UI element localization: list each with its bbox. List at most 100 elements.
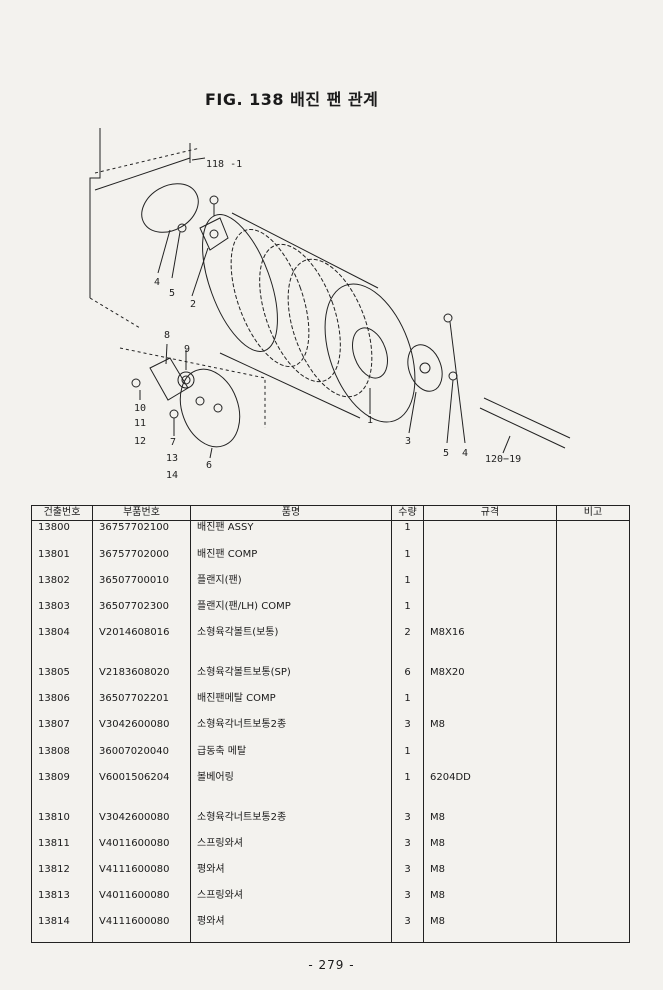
cell-quantity: 3 [391, 836, 424, 863]
cell-part-name: 배진팬 COMP [190, 547, 392, 574]
frame-dash-line-2 [89, 297, 141, 329]
cell-spec: M8 [423, 862, 557, 890]
bolt-right [443, 313, 453, 323]
table-row: 13801 36757702000 배진팬 COMP 1 [31, 547, 630, 574]
washer-upper [177, 223, 187, 233]
page-number: - 279 - [308, 958, 355, 972]
cell-part-no: V3042600080 [92, 810, 191, 837]
metal-plate [179, 368, 241, 448]
cell-remarks [556, 836, 630, 863]
cell-quantity: 3 [391, 915, 424, 942]
cell-item-no: 13807 [31, 718, 93, 745]
frame-dash-line [94, 147, 201, 174]
cell-item-no: 13808 [31, 744, 93, 771]
leader-8 [165, 343, 168, 365]
callout-12: 12 [134, 436, 146, 447]
cell-part-name: 소형육각볼트(보통) [190, 626, 392, 653]
callout-2: 2 [190, 299, 196, 310]
leader-120-19 [502, 435, 511, 454]
cell-item-no: 13805 [31, 665, 93, 693]
plate-hole-2 [213, 403, 223, 413]
cell-spec: M8 [423, 889, 557, 916]
header-quantity: 수량 [391, 505, 424, 521]
table-row: 13807 V3042600080 소형육각너트보통2종 3 M8 [31, 718, 630, 745]
bearing-bore [181, 375, 191, 385]
blade-ring-3 [287, 258, 373, 398]
callout-4b: 4 [462, 448, 468, 459]
cell-spec: M8 [423, 810, 557, 837]
callout-7: 7 [170, 437, 176, 448]
cell-item-no: 13806 [31, 692, 93, 719]
shaft [479, 397, 571, 449]
leader-4b [449, 321, 466, 444]
callout-118-1: 118 -1 [206, 159, 242, 170]
cell-item-no: 13813 [31, 889, 93, 916]
cell-remarks [556, 718, 630, 745]
leader-118-1 [191, 157, 206, 161]
table-row: 13800 36757702100 배진팬 ASSY 1 [31, 520, 630, 548]
cell-spec [423, 520, 557, 548]
table-row: 13814 V4111600080 평와셔 3 M8 [31, 915, 630, 942]
cell-remarks [556, 770, 630, 797]
cell-part-no: V2014608016 [92, 626, 191, 653]
cell-part-name: 스프링와셔 [190, 836, 392, 863]
table-row: 13804 V2014608016 소형육각볼트(보통) 2 M8X16 [31, 626, 630, 653]
cell-quantity: 1 [391, 744, 424, 771]
cell-part-name: 소형육각볼트보통(SP) [190, 665, 392, 693]
table-row: 13802 36507700010 플랜지(팬) 1 [31, 573, 630, 601]
callout-5b: 5 [443, 448, 449, 459]
cell-part-name: 소형육각너트보통2종 [190, 810, 392, 837]
cell-spec: 6204DD [423, 770, 557, 797]
ball-bearing [177, 371, 195, 389]
cell-spec [423, 692, 557, 719]
washer-lower [169, 409, 179, 419]
callout-14: 14 [166, 470, 178, 481]
parts-table: 건출번호 부품번호 품명 수량 규격 비고 13800 36757702100 … [31, 505, 630, 943]
cell-quantity: 1 [391, 547, 424, 574]
cell-quantity: 1 [391, 770, 424, 797]
frame-edge [89, 128, 101, 298]
nut-right [448, 371, 458, 381]
cell-item-no: 13812 [31, 862, 93, 890]
cell-item-no: 13800 [31, 520, 93, 548]
header-part-name: 품명 [190, 505, 392, 521]
leader-4 [157, 229, 171, 274]
cell-quantity: 2 [391, 626, 424, 653]
callout-10: 10 [134, 403, 146, 414]
cell-part-no: 36757702000 [92, 547, 191, 574]
cell-part-no: 36757702100 [92, 520, 191, 548]
cell-item-no: 13810 [31, 810, 93, 837]
table-row: 13813 V4011600080 스프링와셔 3 M8 [31, 889, 630, 916]
callout-13: 13 [166, 453, 178, 464]
cell-item-no: 13814 [31, 915, 93, 942]
cell-spec [423, 744, 557, 771]
cell-part-no: V4111600080 [92, 915, 191, 942]
exploded-view-diagram: 118 -1 4 5 2 8 9 10 11 12 7 13 14 6 1 3 … [60, 118, 620, 490]
cell-remarks [556, 547, 630, 574]
leader-5b [446, 379, 454, 444]
cell-remarks [556, 573, 630, 601]
table-row: 13806 36507702201 배진팬메탈 COMP 1 [31, 692, 630, 719]
cell-remarks [556, 665, 630, 693]
fan-top-edge [231, 212, 379, 289]
cell-remarks [556, 810, 630, 837]
cell-item-no: 13809 [31, 770, 93, 797]
cell-part-name: 플랜지(팬) [190, 573, 392, 601]
header-item-no: 건출번호 [31, 505, 93, 521]
cell-part-name: 배진팬메탈 COMP [190, 692, 392, 719]
table-row: 13805 V2183608020 소형육각볼트보통(SP) 6 M8X20 [31, 665, 630, 693]
cell-part-no: 36507700010 [92, 573, 191, 601]
cell-spec: M8 [423, 915, 557, 942]
cell-remarks [556, 862, 630, 890]
cell-quantity: 1 [391, 520, 424, 548]
assembly-dash-line [119, 347, 266, 428]
cell-spec [423, 573, 557, 601]
leader-5 [171, 231, 181, 279]
table-row: 13810 V3042600080 소형육각너트보통2종 3 M8 [31, 810, 630, 837]
cell-part-no: V2183608020 [92, 665, 191, 693]
table-header-row: 건출번호 부품번호 품명 수량 규격 비고 [31, 505, 630, 521]
cell-remarks [556, 626, 630, 653]
header-spec: 규격 [423, 505, 557, 521]
cell-remarks [556, 692, 630, 719]
callout-4: 4 [154, 277, 160, 288]
